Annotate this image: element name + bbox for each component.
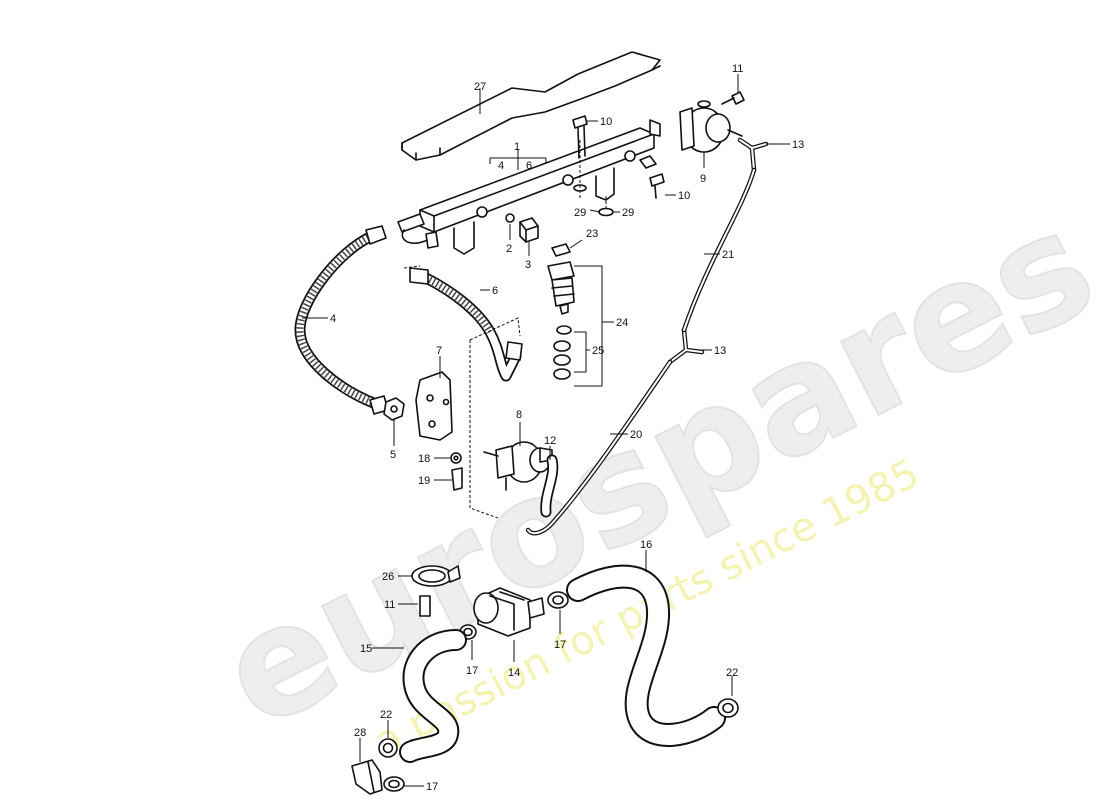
label-25: 25 (592, 345, 604, 357)
label-13-lower: 13 (714, 345, 726, 357)
clip-23 (551, 243, 571, 257)
label-1: 1 (514, 141, 520, 153)
idle-valve-14 (473, 587, 545, 637)
fuel-rail (419, 119, 661, 255)
label-10-upper: 10 (600, 116, 612, 128)
clamp-17-b (547, 591, 569, 609)
label-24: 24 (616, 317, 628, 329)
cover-plate (401, 51, 661, 161)
label-8: 8 (516, 409, 522, 421)
label-28: 28 (354, 727, 366, 739)
label-27: 27 (474, 81, 486, 93)
label-21: 21 (722, 249, 734, 261)
y-connector-13-lower (667, 327, 705, 365)
bolt-10-lower (649, 173, 665, 199)
pressure-regulator-9 (679, 100, 743, 153)
y-connector-13-upper (737, 137, 769, 173)
label-12: 12 (544, 435, 556, 447)
nut-5 (383, 397, 405, 421)
label-10-lower: 10 (678, 190, 690, 202)
clamp-22-b (378, 738, 398, 758)
label-23: 23 (586, 228, 598, 240)
bolt-19 (451, 467, 463, 491)
label-6-rail: 6 (526, 160, 532, 172)
label-7: 7 (436, 345, 442, 357)
label-18: 18 (418, 453, 430, 465)
label-17-a: 17 (466, 665, 478, 677)
label-11-lower: 11 (384, 599, 395, 611)
label-22-a: 22 (726, 667, 738, 679)
washer-2 (505, 213, 515, 223)
label-20: 20 (630, 429, 642, 441)
label-4-rail: 4 (498, 160, 504, 172)
label-17-c: 17 (426, 781, 438, 793)
hose-12 (540, 454, 559, 518)
label-3: 3 (525, 259, 531, 271)
label-4-hose: 4 (330, 313, 336, 325)
label-11-upper: 11 (732, 63, 743, 75)
label-6-hose: 6 (492, 285, 498, 297)
label-15: 15 (360, 643, 372, 655)
fuel-hose-4 (294, 225, 389, 415)
cap-nut-3 (519, 217, 539, 243)
hose-clamp-26 (411, 565, 461, 587)
bolt-10-upper (572, 115, 588, 159)
hose-16 (566, 564, 726, 747)
clamp-17-c (383, 776, 405, 792)
washer-18 (450, 452, 462, 464)
label-17-b: 17 (554, 639, 566, 651)
label-29-b: 29 (622, 207, 634, 219)
rail-inlet-fitting (397, 213, 439, 249)
elbow-28 (351, 759, 383, 795)
bolt-11-upper (721, 91, 745, 105)
vacuum-line-21 (681, 167, 757, 333)
label-16: 16 (640, 539, 652, 551)
label-29-a: 29 (574, 207, 586, 219)
bolt-11-lower (419, 595, 431, 617)
vacuum-line-20 (525, 359, 673, 536)
label-22-b: 22 (380, 709, 392, 721)
fuel-hose-6 (403, 265, 523, 382)
label-2: 2 (506, 243, 512, 255)
hose-15 (399, 629, 467, 763)
label-14: 14 (508, 667, 520, 679)
clamp-22-a (717, 698, 739, 718)
label-9: 9 (700, 173, 706, 185)
injector-24 (547, 261, 575, 315)
label-5: 5 (390, 449, 396, 461)
washer-29-b (598, 207, 614, 217)
label-26: 26 (382, 571, 394, 583)
seal-kit-25 (553, 325, 572, 380)
label-19: 19 (418, 475, 430, 487)
label-13-upper: 13 (792, 139, 804, 151)
bracket-7 (415, 371, 453, 441)
